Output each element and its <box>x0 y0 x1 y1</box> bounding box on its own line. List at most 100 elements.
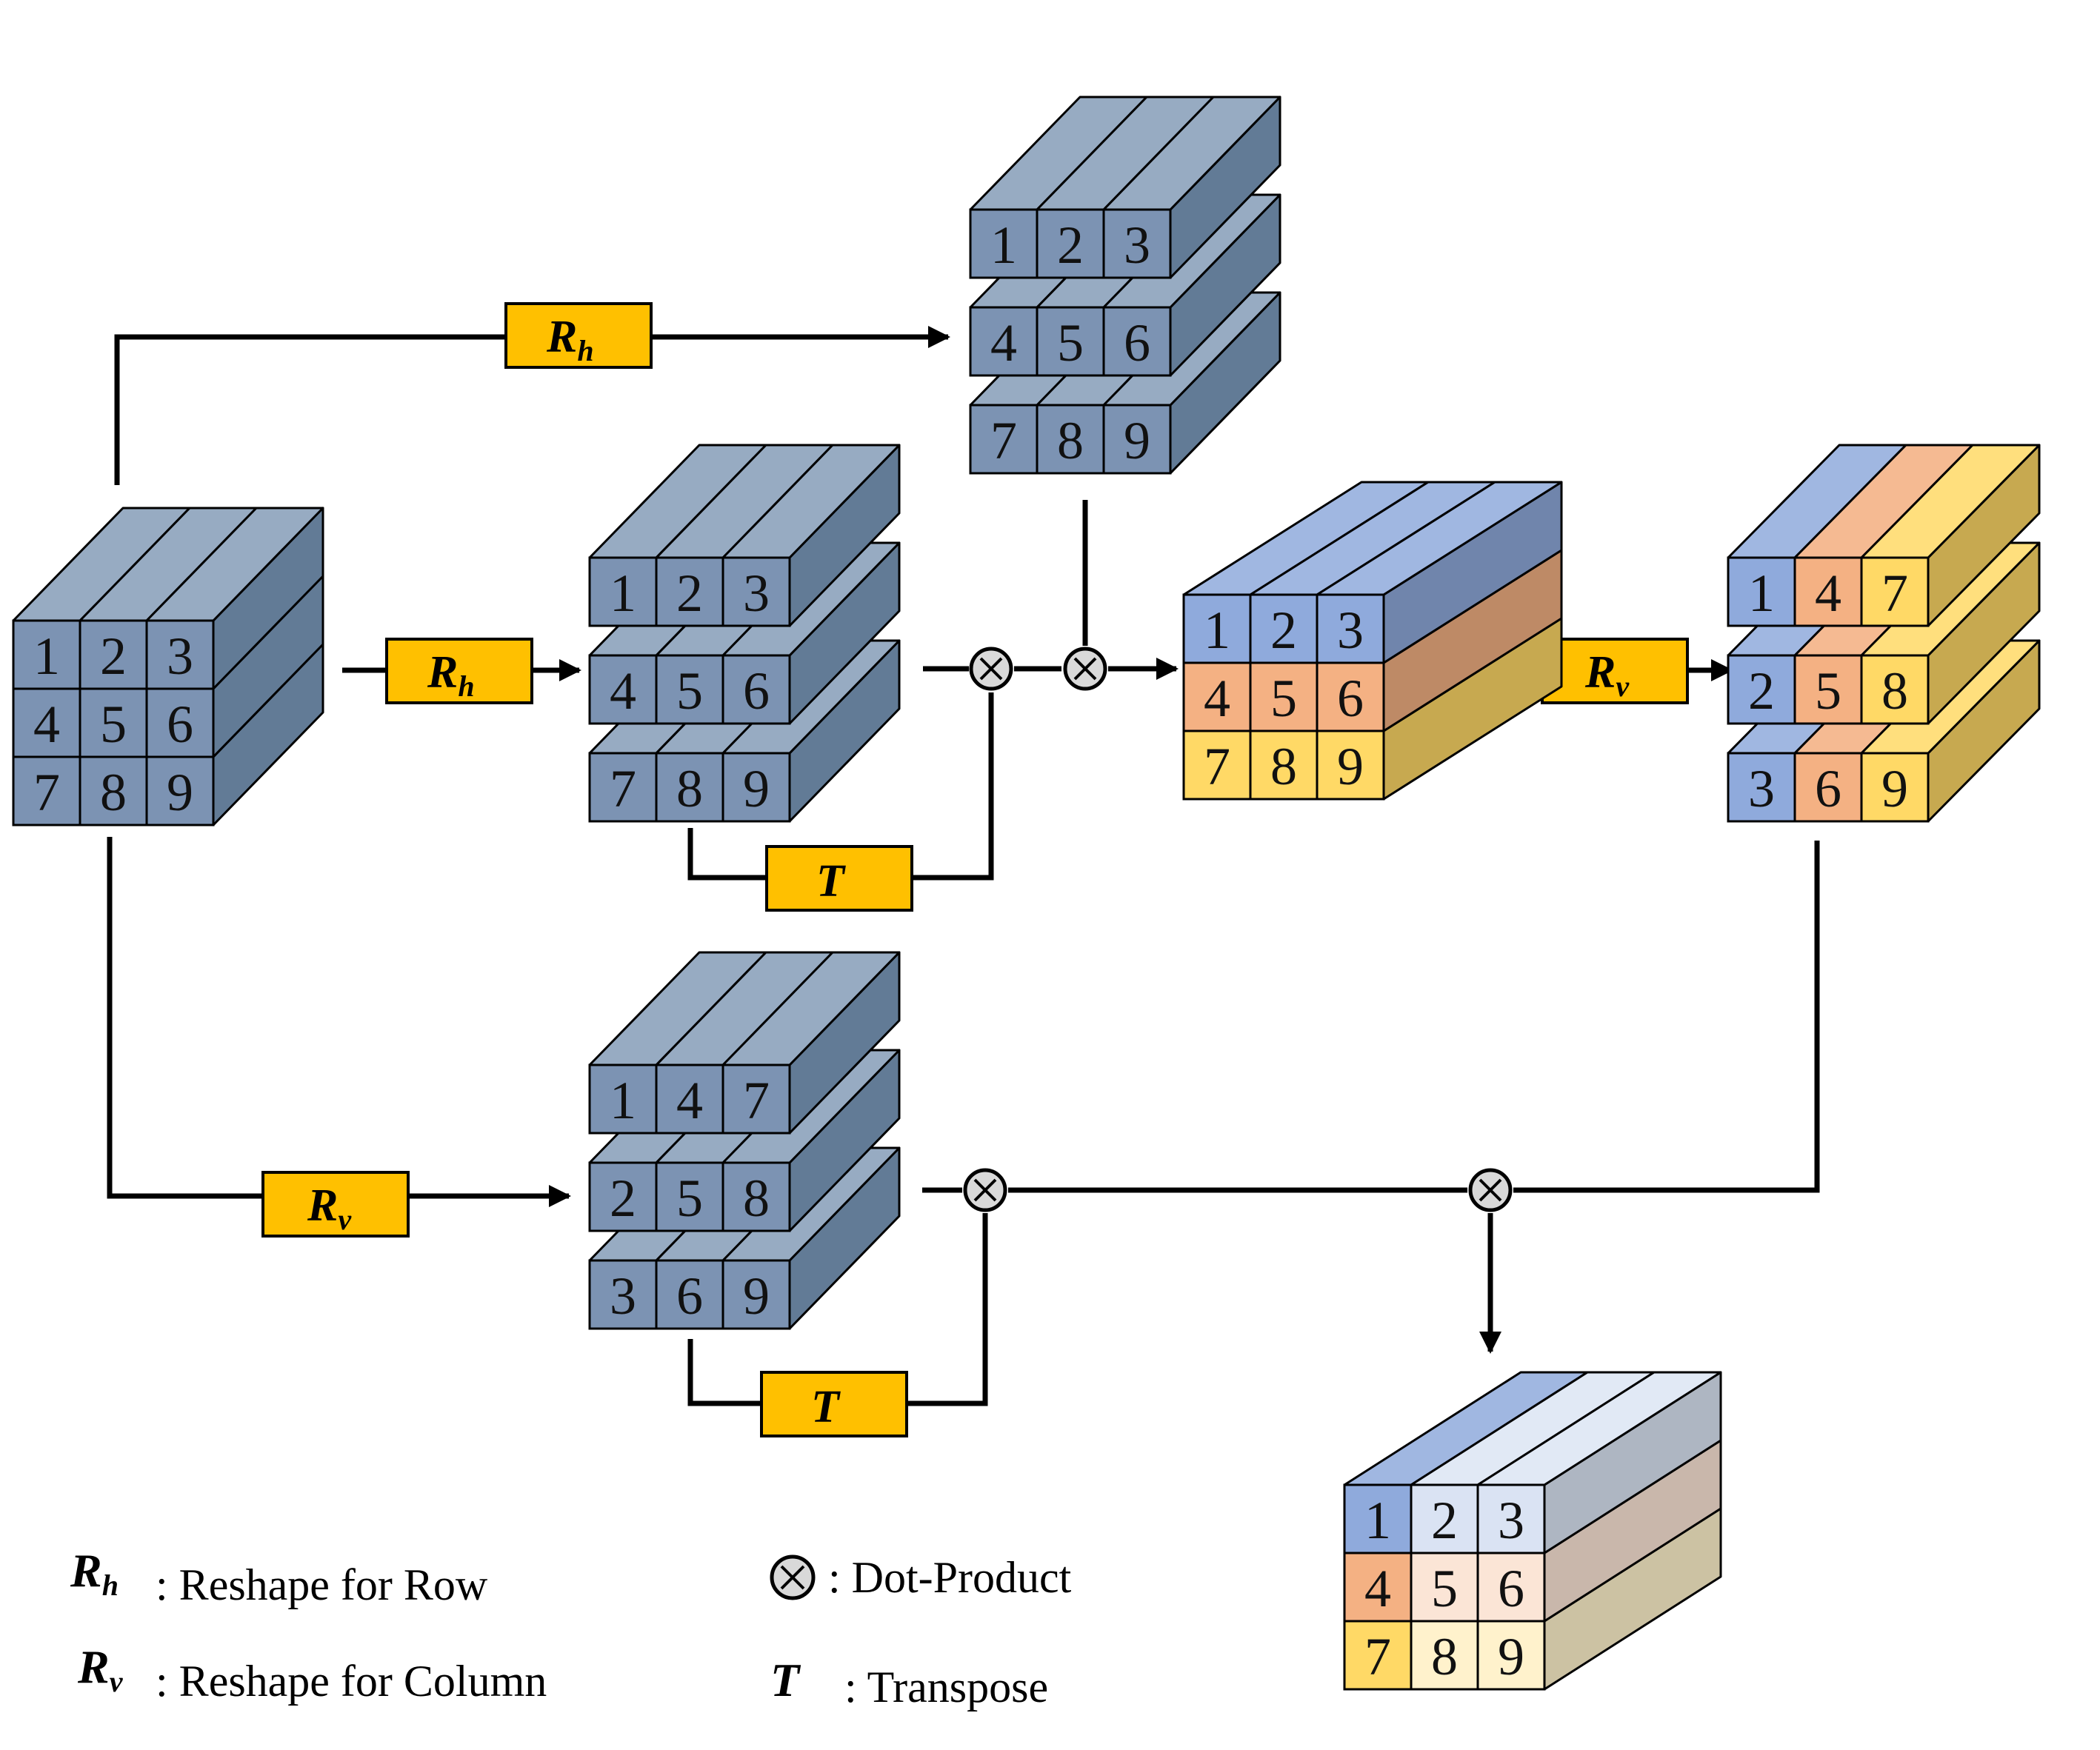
cell-number: 6 <box>1498 1559 1524 1618</box>
cell-front-face <box>1316 593 1385 664</box>
cell-number: 5 <box>676 661 703 721</box>
rv-op-box-right: Rv <box>1541 638 1689 704</box>
cell-front-face <box>655 654 724 725</box>
cell-front-face <box>721 556 791 627</box>
cell-front-face <box>1036 404 1105 475</box>
cell-number: 9 <box>1337 737 1364 796</box>
cell-front-face <box>655 1063 724 1135</box>
cell-number: 9 <box>167 763 193 822</box>
cell-number: 5 <box>1057 313 1084 373</box>
cell-number: 2 <box>676 564 703 623</box>
cell-front-face <box>721 654 791 725</box>
svg-text:T: T <box>770 1654 801 1706</box>
cell-number: 8 <box>100 763 127 822</box>
cell-front-face <box>1727 654 1796 725</box>
cell-front-face <box>1410 1620 1479 1691</box>
cell-front-face <box>1793 752 1863 823</box>
cell-number: 8 <box>676 759 703 818</box>
cell-front-face <box>588 752 658 823</box>
dot-product-node-4 <box>1468 1168 1513 1212</box>
cell-number: 6 <box>167 695 193 754</box>
svg-text:Rv: Rv <box>307 1180 352 1236</box>
connector-column-to-dot4 <box>1513 841 1820 1193</box>
cell-front-face <box>1249 593 1319 664</box>
cell-number: 6 <box>1124 313 1150 373</box>
cell-number: 1 <box>33 627 60 686</box>
cell-number: 3 <box>743 564 770 623</box>
legend-dot: : Dot-Product <box>770 1553 1072 1602</box>
operation-boxes: Rh Rh Rv Rv T T <box>261 302 1689 1437</box>
rh-op-box-top: Rh <box>504 302 653 369</box>
svg-text:Rh: Rh <box>427 647 475 703</box>
cell-front-face <box>12 619 81 690</box>
cell-front-face <box>588 654 658 725</box>
cell-front-face <box>1793 654 1863 725</box>
cell-number: 6 <box>1815 759 1841 818</box>
cell-number: 8 <box>1431 1627 1458 1686</box>
cell-number: 1 <box>610 1071 636 1130</box>
cell-number: 3 <box>1498 1491 1524 1550</box>
cell-front-face <box>1410 1483 1479 1554</box>
cell-number: 7 <box>1364 1627 1391 1686</box>
rv-op-box-bottom: Rv <box>261 1171 410 1238</box>
legend-rh: Rh : Reshape for Row <box>70 1544 488 1609</box>
cell-front-face <box>588 1161 658 1232</box>
legend-transpose: T : Transpose <box>770 1654 1048 1711</box>
cell-front-face <box>79 755 148 826</box>
cell-number: 7 <box>1204 737 1230 796</box>
cell-front-face <box>79 687 148 758</box>
cell-number: 9 <box>1881 759 1908 818</box>
cell-number: 1 <box>610 564 636 623</box>
cell-number: 7 <box>1881 564 1908 623</box>
cell-number: 9 <box>743 759 770 818</box>
cell-front-face <box>655 752 724 823</box>
cell-number: 5 <box>1815 661 1841 721</box>
cell-number: 4 <box>1364 1559 1391 1618</box>
cell-front-face <box>1410 1552 1479 1623</box>
legend-dot-icon <box>770 1554 816 1600</box>
cell-number: 2 <box>1431 1491 1458 1550</box>
cell-front-face <box>1249 661 1319 732</box>
cell-front-face <box>1316 661 1385 732</box>
cell-front-face <box>721 1063 791 1135</box>
cell-front-face <box>655 1259 724 1330</box>
cell-number: 9 <box>743 1266 770 1326</box>
cell-number: 2 <box>1748 661 1775 721</box>
cell-front-face <box>721 752 791 823</box>
cell-front-face <box>145 755 215 826</box>
cell-number: 5 <box>100 695 127 754</box>
cell-number: 5 <box>1270 669 1297 728</box>
dot-product-node-1 <box>969 647 1013 691</box>
cell-front-face <box>1727 752 1796 823</box>
cell-front-face <box>655 1161 724 1232</box>
svg-text:: Transpose: : Transpose <box>844 1663 1048 1711</box>
transpose-op-box-mid: T <box>765 845 913 912</box>
cell-front-face <box>1102 404 1172 475</box>
cell-front-face <box>655 556 724 627</box>
cell-number: 4 <box>990 313 1017 373</box>
cell-number: 7 <box>610 759 636 818</box>
cell-number: 2 <box>610 1169 636 1228</box>
cell-front-face <box>1860 752 1930 823</box>
cell-front-face <box>721 1161 791 1232</box>
cell-front-face <box>1036 208 1105 279</box>
cell-number: 6 <box>743 661 770 721</box>
cell-number: 7 <box>33 763 60 822</box>
cell-number: 4 <box>33 695 60 754</box>
connector-input-to-bottom <box>107 837 571 1207</box>
cell-front-face <box>1476 1483 1546 1554</box>
cell-number: 7 <box>743 1071 770 1130</box>
cell-front-face <box>721 1259 791 1330</box>
cell-front-face <box>1860 556 1930 627</box>
cell-front-face <box>1182 593 1252 664</box>
